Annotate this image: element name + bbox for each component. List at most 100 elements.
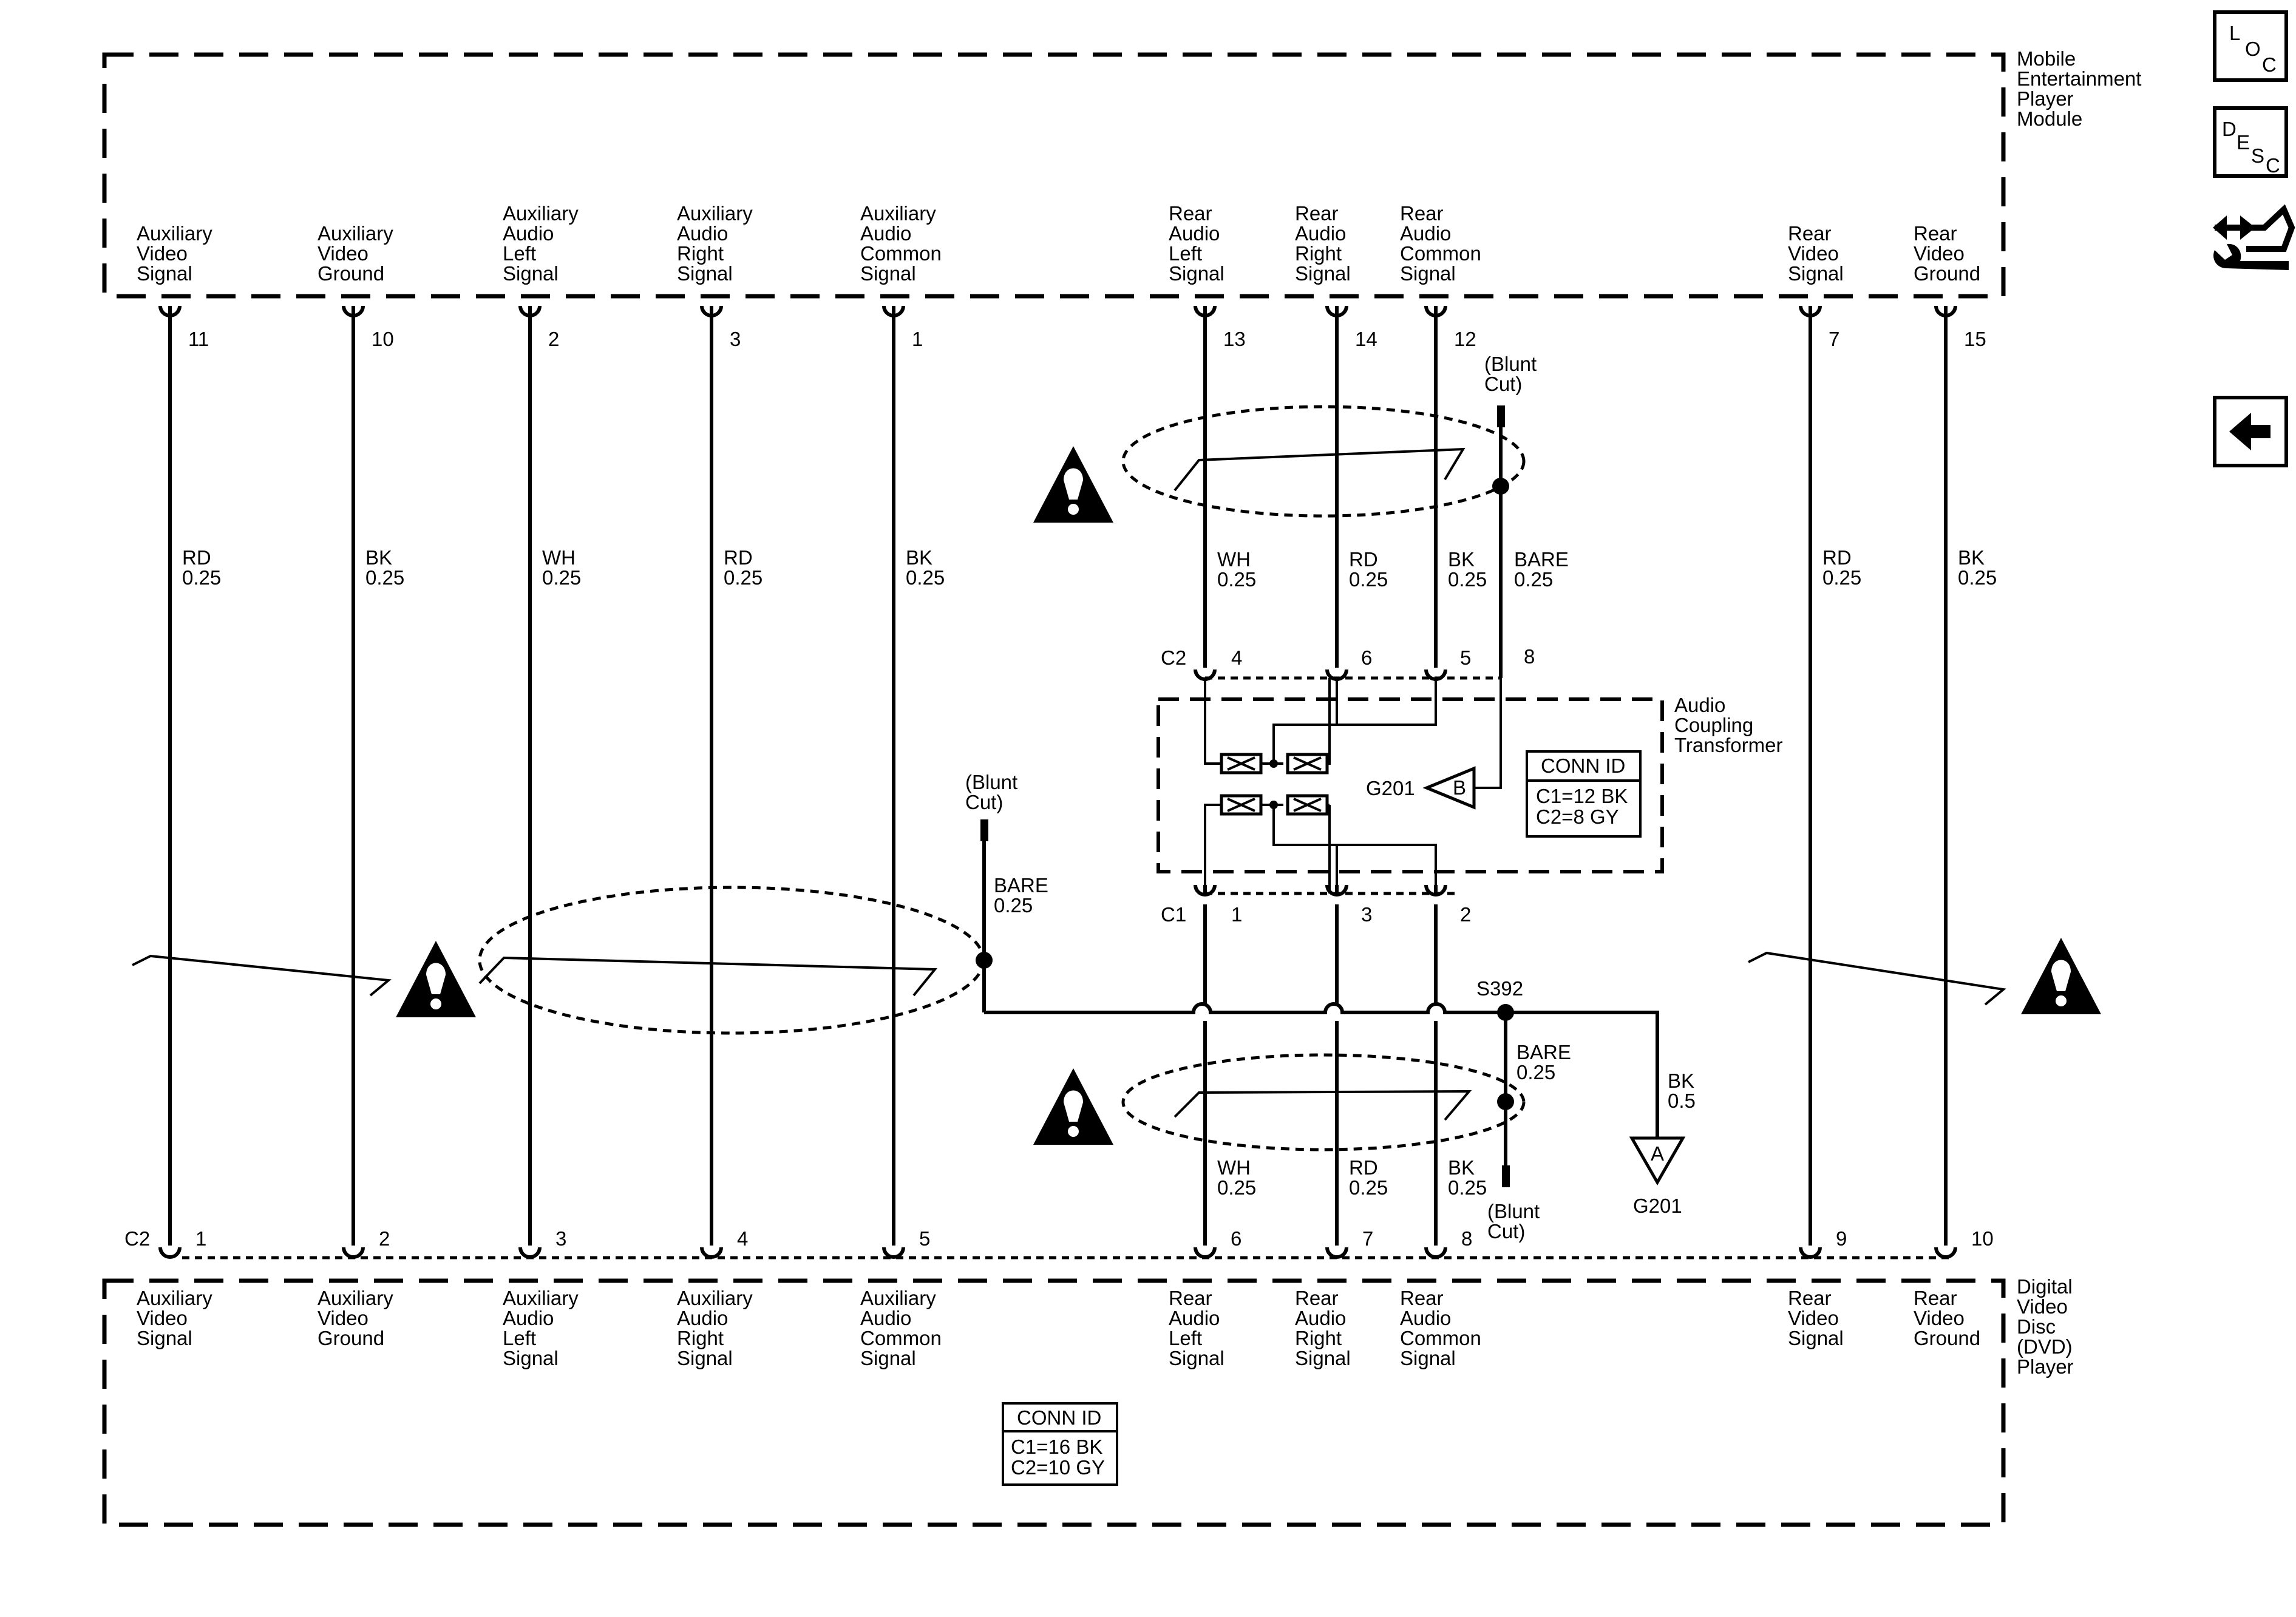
bottom-signal-label: Video (1788, 1307, 1839, 1329)
top-signal-label: Common (1400, 242, 1481, 265)
coupler-bottom-pin: 2 (1460, 903, 1471, 926)
bottom-pin-jack (342, 1247, 365, 1259)
svg-text:E: E (2237, 131, 2250, 154)
bottom-signal-label: Video (1914, 1307, 1965, 1329)
bottom-signal-label: Left (1169, 1327, 1202, 1349)
caution-icon (396, 941, 476, 1017)
ground-a-letter: A (1651, 1142, 1664, 1165)
svg-text:Player: Player (2017, 1355, 2074, 1378)
bottom-signal-label: Auxiliary (318, 1287, 393, 1309)
upper-rear-audio-shield (1121, 405, 1526, 518)
coupler-box (1156, 697, 1664, 873)
lower-shield-line (1173, 1090, 1472, 1121)
top-signal-label: Audio (1295, 222, 1346, 245)
wire-color: BK (1448, 548, 1475, 571)
lower-rear-audio-shield (1121, 1053, 1526, 1151)
caution-icon (2021, 938, 2101, 1014)
bottom-pin-number: 9 (1836, 1227, 1847, 1250)
svg-text:BARE: BARE (994, 874, 1048, 897)
lower-wire-color: BK (1448, 1156, 1475, 1179)
top-signal-label: Auxiliary (318, 222, 393, 245)
top-signal-label: Auxiliary (677, 202, 753, 225)
lower-drain-label: BARE 0.25 (1517, 1041, 1571, 1083)
wire-color: RD (1349, 548, 1378, 571)
bottom-signal-label: Auxiliary (503, 1287, 579, 1309)
bottom-signal-label: Common (860, 1327, 942, 1349)
wire-gauge: 0.25 (182, 566, 221, 589)
dvd-player-label: Digital Video Disc (DVD) Player (2017, 1275, 2074, 1378)
winding-4 (1286, 794, 1329, 816)
svg-text:D: D (2222, 118, 2237, 140)
top-signal-label: Ground (318, 262, 384, 285)
bottom-signal-label: Rear (1295, 1287, 1339, 1309)
winding-3 (1220, 794, 1263, 816)
top-signal-label: Signal (1169, 262, 1224, 285)
bottom-signal-label: Auxiliary (137, 1287, 212, 1309)
top-signal-label: Ground (1914, 262, 1980, 285)
bottom-pin-jack (1799, 1247, 1822, 1259)
desc-button[interactable]: D E S C (2213, 106, 2288, 178)
mobile-entertainment-module-box (102, 52, 2006, 299)
bottom-signal-label: Audio (1400, 1307, 1451, 1329)
coupler-ground-wire (1474, 678, 1502, 789)
bottom-pin-number: 2 (379, 1227, 390, 1250)
bottom-signal-label: Common (1400, 1327, 1481, 1349)
ground-b-symbol (1422, 766, 1476, 810)
upper-blunt-cut (1497, 405, 1505, 427)
top-signal-label: Right (677, 242, 724, 265)
top-signal-label: Auxiliary (503, 202, 579, 225)
bottom-pin-number: 10 (1971, 1227, 1994, 1250)
dvd-conn-id: CONN ID C1=16 BK C2=10 GY (1002, 1402, 1118, 1486)
right-shield-break (1748, 951, 2006, 1006)
loc-button[interactable]: L O C (2213, 10, 2288, 82)
bottom-signal-label: Rear (1914, 1287, 1957, 1309)
coupler-conn-id: CONN ID C1=12 BK C2=8 GY (1526, 750, 1642, 838)
svg-text:(Blunt: (Blunt (1484, 353, 1537, 375)
top-pin-number: 12 (1454, 328, 1476, 350)
svg-text:C: C (2262, 53, 2277, 76)
svg-text:C1=16 BK: C1=16 BK (1011, 1436, 1102, 1458)
svg-text:0.25: 0.25 (994, 894, 1033, 917)
wire-gauge: 0.25 (724, 566, 763, 589)
wire-color: RD (1822, 546, 1852, 569)
coupler-top-pin: 5 (1460, 646, 1471, 669)
connector-tool-icon[interactable] (2213, 204, 2295, 270)
lower-wire-gauge: 0.25 (1217, 1176, 1256, 1199)
top-signal-label: Rear (1914, 222, 1957, 245)
top-signal-label: Audio (503, 222, 554, 245)
svg-text:BARE: BARE (1517, 1041, 1571, 1063)
svg-text:(Blunt: (Blunt (965, 771, 1017, 793)
top-signal-label: Auxiliary (137, 222, 212, 245)
lower-wire-gauge: 0.25 (1448, 1176, 1487, 1199)
wire-color: BK (365, 546, 392, 569)
bottom-signal-label: Signal (860, 1347, 916, 1369)
top-signal-label: Video (1788, 242, 1839, 265)
lower-wire-color: RD (1349, 1156, 1378, 1179)
bottom-signal-label: Signal (1169, 1347, 1224, 1369)
coupler-c1-label: C1 (1161, 903, 1186, 926)
back-button[interactable] (2213, 396, 2288, 467)
caution-icon (1033, 1068, 1113, 1145)
coupler-label: Audio Coupling Transformer (1674, 694, 1782, 756)
bottom-pin-number: 6 (1231, 1227, 1241, 1250)
left-shield-break (132, 954, 392, 997)
bottom-signal-label: Right (677, 1327, 724, 1349)
top-signal-label: Rear (1169, 202, 1212, 225)
bottom-signal-label: Ground (318, 1327, 384, 1349)
lower-blunt-cut-label: (Blunt Cut) (1487, 1200, 1540, 1242)
aux-shield-line (478, 956, 938, 997)
wire-gauge: 0.25 (906, 566, 945, 589)
bottom-signal-label: Signal (1400, 1347, 1456, 1369)
top-signal-label: Audio (1169, 222, 1220, 245)
upper-shield-line (1173, 447, 1466, 492)
bottom-signal-label: Signal (137, 1327, 192, 1349)
wire-color: WH (542, 546, 576, 569)
bottom-signal-label: Video (137, 1307, 188, 1329)
lower-shield-junction (1497, 1093, 1514, 1110)
bottom-pin-jack (518, 1247, 542, 1259)
bottom-signal-label: Auxiliary (860, 1287, 936, 1309)
drain-bus (984, 1002, 1659, 1138)
svg-text:0.25: 0.25 (1517, 1061, 1555, 1083)
top-signal-label: Signal (1788, 262, 1844, 285)
top-signal-label: Rear (1788, 222, 1832, 245)
